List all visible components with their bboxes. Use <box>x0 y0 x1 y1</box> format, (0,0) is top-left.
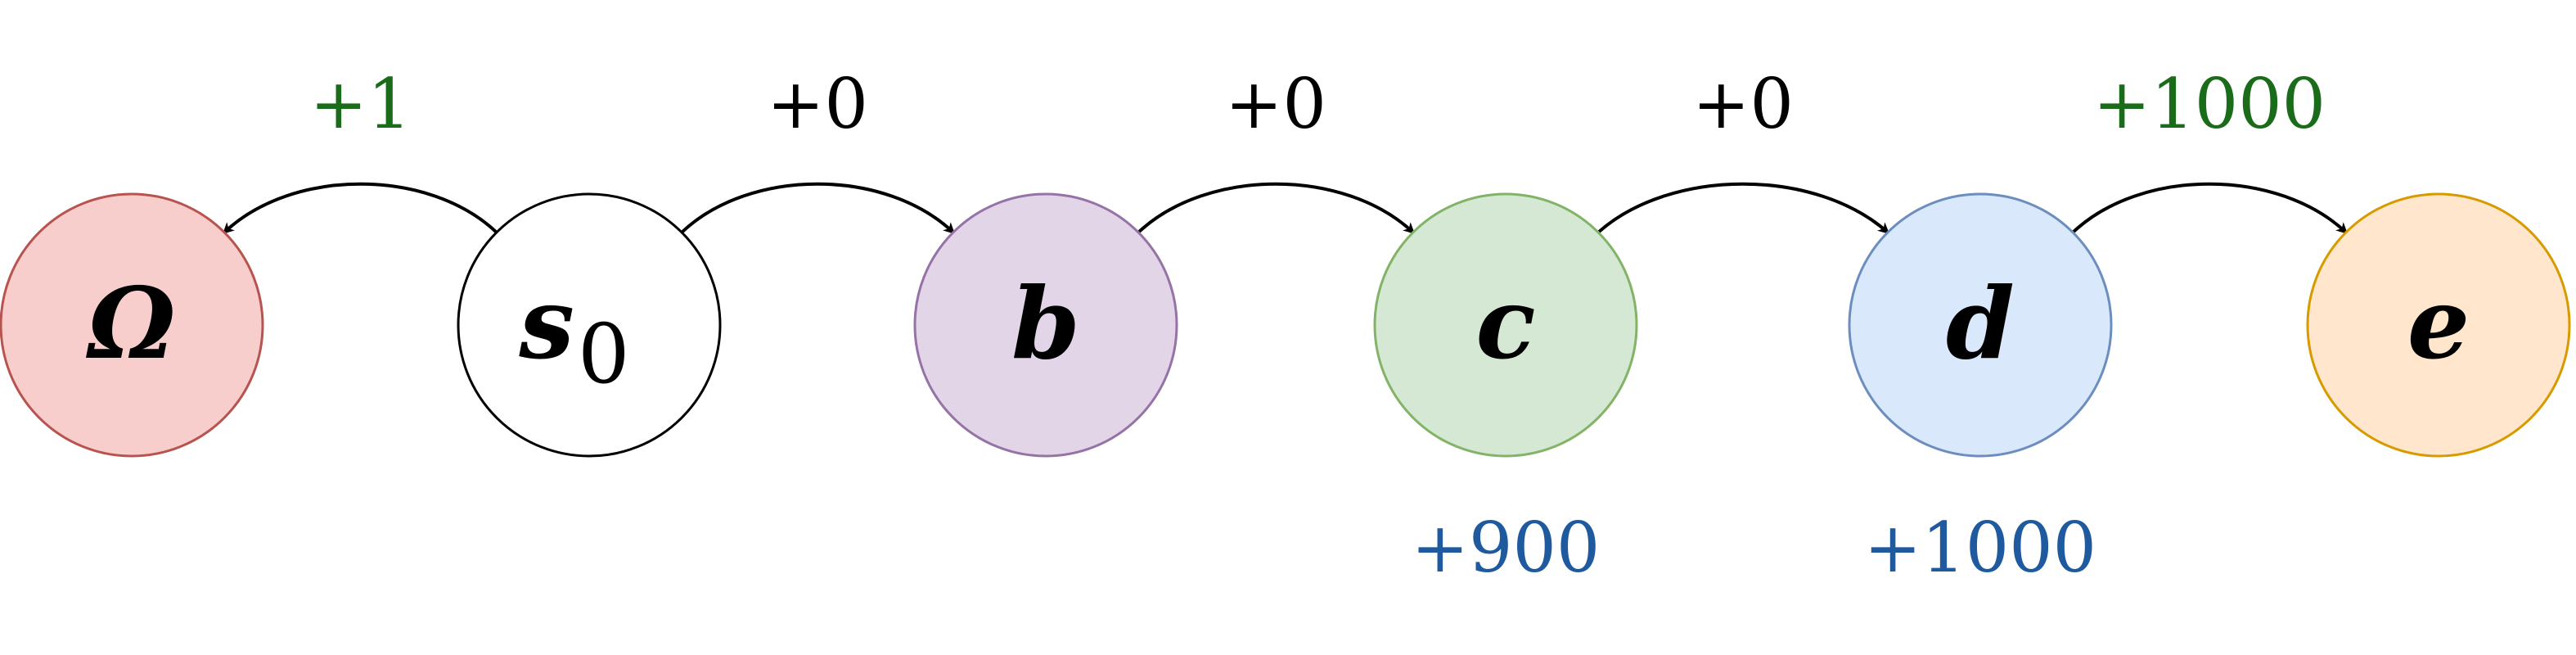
node-s0-label-main: s <box>518 266 574 382</box>
node-c-label-main: c <box>1475 266 1535 382</box>
node-d-reward: +1000 <box>1864 508 2096 588</box>
node-omega-label-main: Ω <box>86 266 176 382</box>
labels-layer: +900 +1000 +1 +0 +0 +0 +1000 <box>310 64 2326 588</box>
edge-s0-to-b <box>680 182 956 234</box>
node-b-circle <box>913 192 1178 458</box>
node-c-reward: +900 <box>1412 508 1601 588</box>
node-e: e <box>2306 192 2571 458</box>
node-s0-label-subscript: 0 <box>578 306 630 402</box>
node-d-label-main: d <box>1946 266 2015 382</box>
edge-b-to-c-reward: +0 <box>1225 64 1326 144</box>
edge-d-to-e <box>2071 182 2349 234</box>
node-omega-label: Ω <box>86 266 176 382</box>
edge-s0-to-omega-reward: +1 <box>310 64 412 144</box>
edge-c-to-d-reward: +0 <box>1692 64 1794 144</box>
edge-s0-to-omega <box>222 182 498 234</box>
node-d-circle <box>1848 192 2113 458</box>
edges-layer <box>222 182 2349 234</box>
node-e-label-main: e <box>2407 266 2470 382</box>
edge-b-to-c <box>1137 182 1416 234</box>
edge-s0-to-b-reward: +0 <box>767 64 868 144</box>
node-omega: Ω <box>0 192 264 458</box>
node-e-label: e <box>2407 266 2470 382</box>
node-c: c <box>1373 192 1638 458</box>
edge-d-to-e-reward: +1000 <box>2093 64 2326 144</box>
node-omega-circle <box>0 192 264 458</box>
node-d-label: d <box>1946 266 2015 382</box>
node-s0-circle <box>457 192 722 458</box>
node-e-circle <box>2306 192 2571 458</box>
node-b: b <box>913 192 1178 458</box>
node-b-label: b <box>1011 266 1080 382</box>
node-b-label-main: b <box>1011 266 1080 382</box>
node-s0-label: s0 <box>518 266 629 402</box>
node-c-label: c <box>1475 266 1535 382</box>
node-s0: s0 <box>457 192 722 458</box>
node-c-circle <box>1373 192 1638 458</box>
edge-c-to-d <box>1596 182 1890 234</box>
node-d: d <box>1848 192 2113 458</box>
